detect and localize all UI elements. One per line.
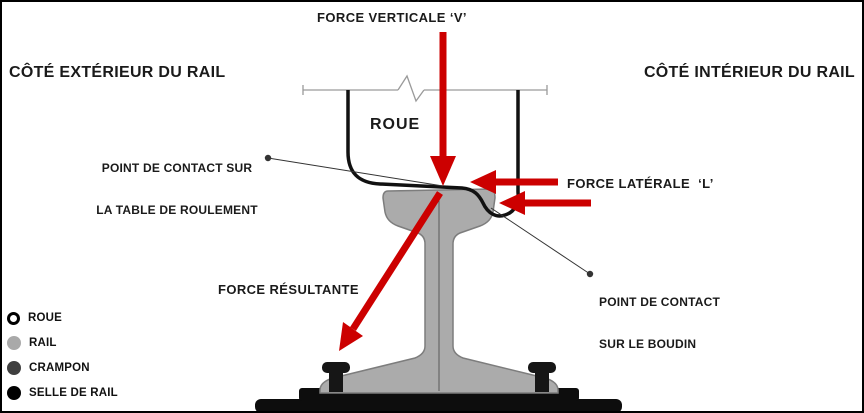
label-contact-table: POINT DE CONTACT SUR LA TABLE DE ROULEME…: [84, 133, 270, 245]
rail-swatch-icon: [7, 336, 21, 350]
label-contact-table-line1: POINT DE CONTACT SUR: [101, 161, 253, 175]
legend-item-crampon: CRAMPON: [7, 361, 118, 375]
legend-label-crampon: CRAMPON: [29, 362, 90, 374]
label-contact-table-line2: LA TABLE DE ROULEMENT: [96, 203, 258, 217]
leader-dot-boudin: [586, 270, 594, 278]
label-contact-boudin-line2: SUR LE BOUDIN: [599, 337, 697, 351]
leader-contact-boudin: [490, 207, 594, 278]
resultant-force-arrow: [339, 191, 443, 351]
legend-label-roue: ROUE: [28, 312, 63, 324]
crampon-left: [322, 362, 350, 392]
vertical-force-arrow: [430, 32, 456, 186]
label-cote-interieur: CÔTÉ INTÉRIEUR DU RAIL: [643, 64, 855, 81]
crampon-right: [528, 362, 556, 392]
label-contact-boudin-line1: POINT DE CONTACT: [599, 295, 720, 309]
legend-item-roue: ROUE: [7, 311, 118, 325]
legend-item-selle: SELLE DE RAIL: [7, 386, 118, 400]
label-force-verticale: FORCE VERTICALE ‘V’: [317, 10, 467, 25]
label-force-laterale: FORCE LATÉRALE ‘L’: [567, 176, 714, 191]
label-contact-boudin: POINT DE CONTACT SUR LE BOUDIN: [599, 267, 720, 379]
legend-label-selle: SELLE DE RAIL: [29, 387, 118, 399]
leader-dot-table: [264, 154, 272, 162]
legend-label-rail: RAIL: [29, 337, 57, 349]
leader-contact-table: [264, 154, 444, 187]
label-force-resultante: FORCE RÉSULTANTE: [218, 282, 359, 297]
legend: ROUE RAIL CRAMPON SELLE DE RAIL: [7, 311, 118, 400]
lateral-force-arrow-upper: [470, 170, 558, 194]
legend-item-rail: RAIL: [7, 336, 118, 350]
wheel-swatch-icon: [7, 311, 20, 325]
label-cote-exterieur: CÔTÉ EXTÉRIEUR DU RAIL: [9, 64, 226, 81]
wheel-outline: [346, 90, 520, 218]
crampon-swatch-icon: [7, 361, 21, 375]
lateral-force-arrow-lower: [499, 191, 591, 215]
break-symbol: [397, 74, 425, 103]
wheel-section-line: [302, 85, 548, 95]
tie-slab: [255, 399, 622, 411]
selle-swatch-icon: [7, 386, 21, 400]
label-roue: ROUE: [370, 116, 421, 133]
